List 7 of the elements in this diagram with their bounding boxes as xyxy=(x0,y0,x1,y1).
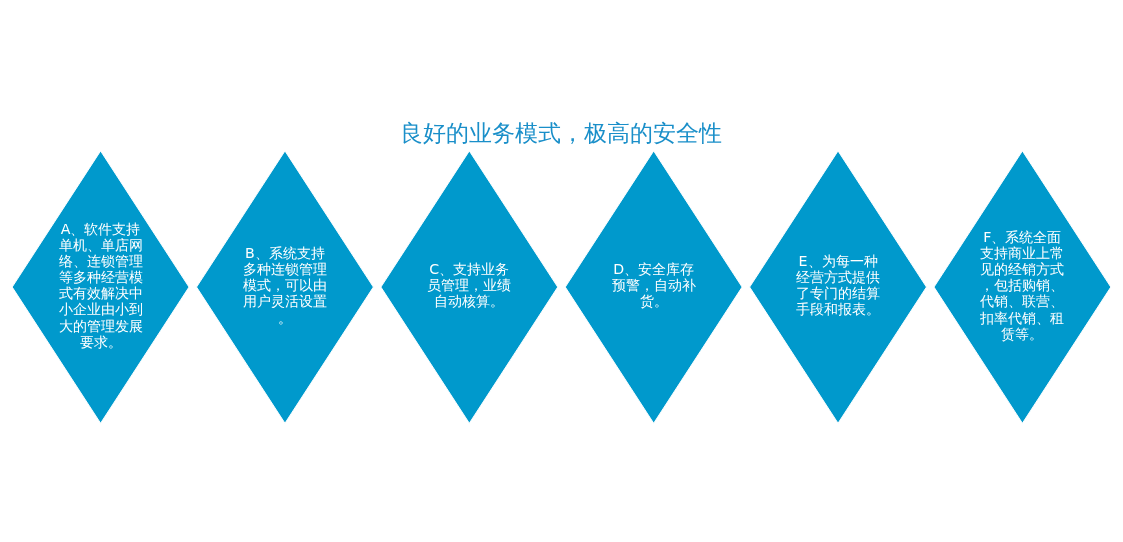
node-diamond: D、安全库存预警，自动补货。 xyxy=(564,150,743,424)
node-diamond: E、为每一种经营方式提供了专门的结算手段和报表。 xyxy=(749,150,927,424)
node-diamond: C、支持业务员管理，业绩自动核算。 xyxy=(380,150,559,424)
diagram-title: 良好的业务模式，极高的安全性 xyxy=(400,119,723,146)
node-diamond: A、软件支持单机、单店网络、连锁管理等多种经营模式有效解决中小企业由小到大的管理发展要求。 xyxy=(11,150,190,424)
node-diamond: F、系统全面支持商业上常见的经销方式，包括购销、代销、联营、扣率代销、租赁等。 xyxy=(933,150,1112,424)
node-diamond: B、系统支持多种连锁管理模式，可以由用户灵活设置。 xyxy=(196,150,374,424)
